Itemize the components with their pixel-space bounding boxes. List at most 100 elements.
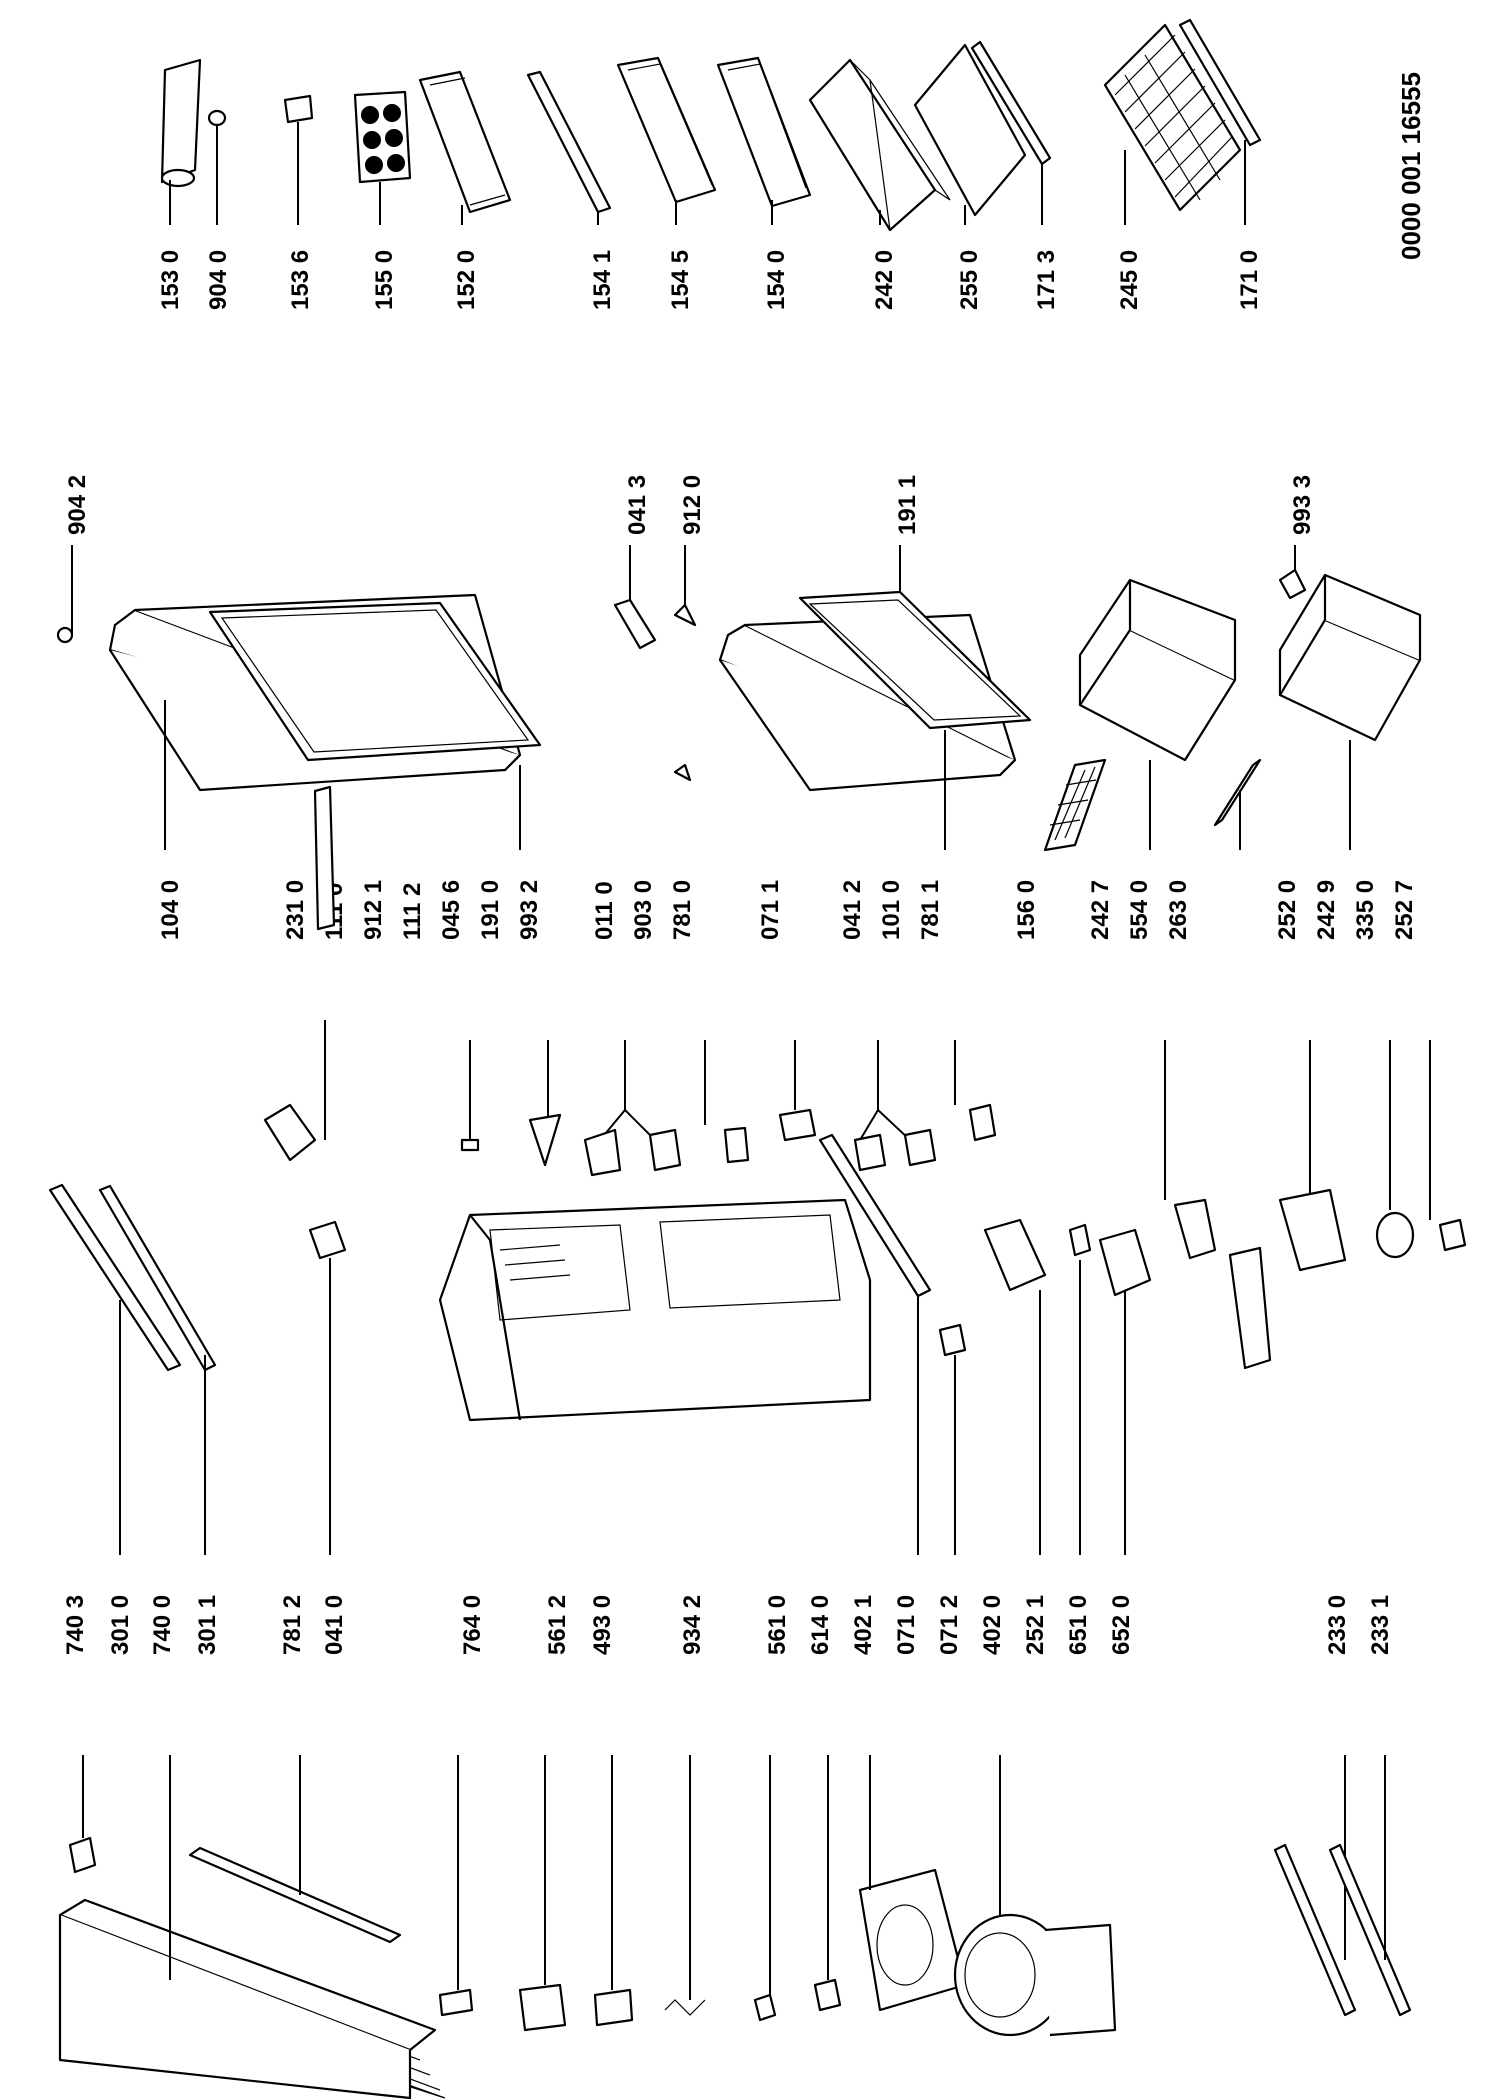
label-781-1: 781 1 [917,880,944,940]
label-242-9: 242 9 [1313,880,1340,940]
part-561-2-drawing [518,1983,567,2032]
label-152-0: 152 0 [453,250,480,310]
part-191-1-drawing [798,590,1032,730]
label-233-0: 233 0 [1324,1595,1351,1655]
label-252-7: 252 7 [1391,880,1418,940]
part-781-1-drawing [968,1103,997,1142]
label-154-0: 154 0 [763,250,790,310]
label-740-0: 740 0 [149,1595,176,1655]
part-group-drawers [673,573,1422,852]
label-252-0: 252 0 [1274,880,1301,940]
label-171-3: 171 3 [1033,250,1060,310]
part-993-2-drawing [528,1113,562,1167]
label-651-0: 651 0 [1065,1595,1092,1655]
part-071-1-drawing [778,1108,817,1142]
label-242-0: 242 0 [871,250,898,310]
label-111-2: 111 2 [399,883,426,940]
part-554-0-drawing [1173,1198,1217,1260]
part-group-doors: 904 2 104 0 041 3 912 0 191 1 993 3 [56,475,1316,940]
part-912-0-drawing [673,603,697,627]
cabinet-evaporator-lines [499,1244,571,1281]
label-245-0: 245 0 [1116,250,1143,310]
label-740-3: 740 3 [62,1595,89,1655]
label-233-1: 233 1 [1367,1595,1394,1655]
part-242-7-front [1128,578,1237,680]
cabinet-body [438,1198,872,1422]
label-904-0: 904 0 [205,250,232,310]
part-781-0-drawing [723,1126,750,1164]
part-904-2-drawing [56,626,74,644]
part-740-0-drawing [58,1898,437,2052]
part-242-0-drawing [808,58,937,232]
part-152-0-rim [429,77,506,206]
label-554-0: 554 0 [1126,880,1153,940]
label-045-6: 045 6 [438,880,465,940]
part-153-6-drawing [283,94,314,124]
label-255-0: 255 0 [956,250,983,310]
part-154-5-drawing [616,56,717,204]
part-402-1-drawing [858,1868,967,2012]
label-231-0: 231 0 [282,880,309,940]
part-071-0-drawing [818,1133,932,1298]
label-104-0: 104 0 [157,880,184,940]
part-233-0-drawing [1273,1843,1357,2017]
part-651-0-drawing [1068,1223,1092,1257]
part-493-0-drawing [593,1988,634,2027]
part-301-1-drawing [98,1184,217,1372]
part-group-door-accessories: 153 0 904 0 153 6 155 0 152 0 154 1 154 [157,18,1263,310]
part-242-0-edges [849,59,951,231]
part-652-0-drawing [1098,1228,1152,1297]
part-041-0-drawing [308,1220,347,1260]
part-011-0-knob [648,1128,682,1172]
part-group-condenser-area: 740 3 301 0 740 0 301 1 781 2 041 0 764 … [48,1183,1394,1655]
part-242-9-side [1278,574,1326,695]
part-154-0-drawing [716,56,812,208]
label-071-2: 071 2 [936,1595,963,1655]
part-781-2-drawing [188,1846,402,1944]
part-934-2-drawing [664,1999,706,2016]
part-155-0-egg-slot [363,131,381,149]
part-041-2-drawing [853,1133,887,1172]
part-242-7-side [1078,579,1131,705]
part-904-0-drawing [207,109,227,127]
part-156-0-drawing [1043,758,1107,852]
part-191-0-inner [220,609,530,753]
label-652-0: 652 0 [1108,1595,1135,1655]
label-153-6: 153 6 [287,250,314,310]
part-152-0-drawing [418,70,512,214]
part-154-5-rim [627,63,713,186]
part-041-2-hinge [903,1128,937,1167]
label-154-1: 154 1 [589,250,616,310]
label-781-2: 781 2 [279,1595,306,1655]
part-231-0-drawing [263,1103,317,1162]
label-993-2: 993 2 [516,880,543,940]
label-263-0: 263 0 [1165,880,1192,940]
part-252-0-drawing [1278,1188,1347,1272]
part-252-1-drawing [983,1218,1047,1292]
part-153-0-end-cap [160,168,196,188]
part-255-0-drawing [913,43,1027,217]
label-155-0: 155 0 [371,250,398,310]
label-252-1: 252 1 [1022,1595,1049,1655]
part-171-0-drawing [1178,18,1262,147]
part-402-0-dome [964,1932,1036,2018]
label-156-0: 156 0 [1013,880,1040,940]
part-614-0-drawing [813,1978,842,2012]
label-071-0: 071 0 [893,1595,920,1655]
label-301-0: 301 0 [107,1595,134,1655]
part-252-7-drawing [1438,1218,1467,1252]
label-191-0: 191 0 [477,880,504,940]
label-402-1: 402 1 [850,1595,877,1655]
label-153-0: 153 0 [157,250,184,310]
leader-041-2-a [859,1109,879,1141]
part-111-0-drawing [313,785,336,931]
label-154-5: 154 5 [667,250,694,310]
part-154-1-drawing [526,70,612,214]
part-155-0-egg-slot [361,106,379,124]
part-764-0-drawing [438,1988,474,2017]
part-071-2-drawing [938,1323,967,1357]
part-740-3-drawing [68,1836,97,1874]
part-171-3-drawing [970,40,1052,166]
document-code: 0000 001 16555 [1396,72,1426,260]
